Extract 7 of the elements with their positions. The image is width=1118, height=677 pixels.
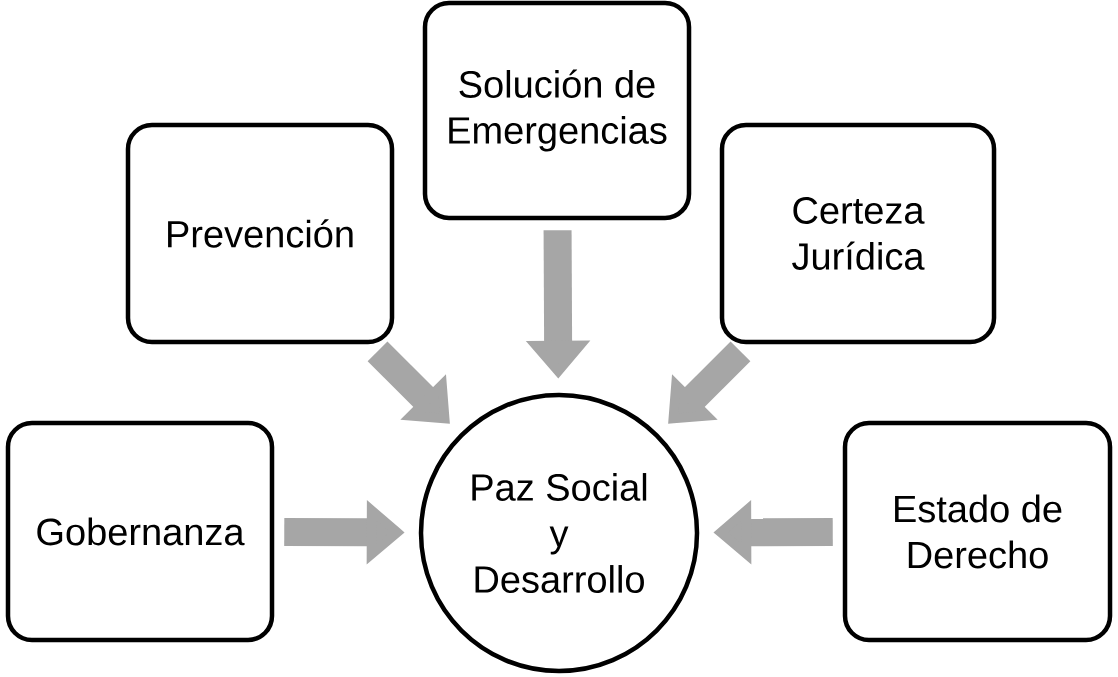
process-box: Gobernanza xyxy=(5,420,275,643)
process-box: Estado de Derecho xyxy=(842,420,1113,643)
process-box: Solución de Emergencias xyxy=(422,0,692,221)
block-arrow xyxy=(668,341,751,424)
block-arrow xyxy=(367,341,450,424)
process-box: Certeza Jurídica xyxy=(719,122,997,345)
process-box: Prevención xyxy=(125,122,395,345)
